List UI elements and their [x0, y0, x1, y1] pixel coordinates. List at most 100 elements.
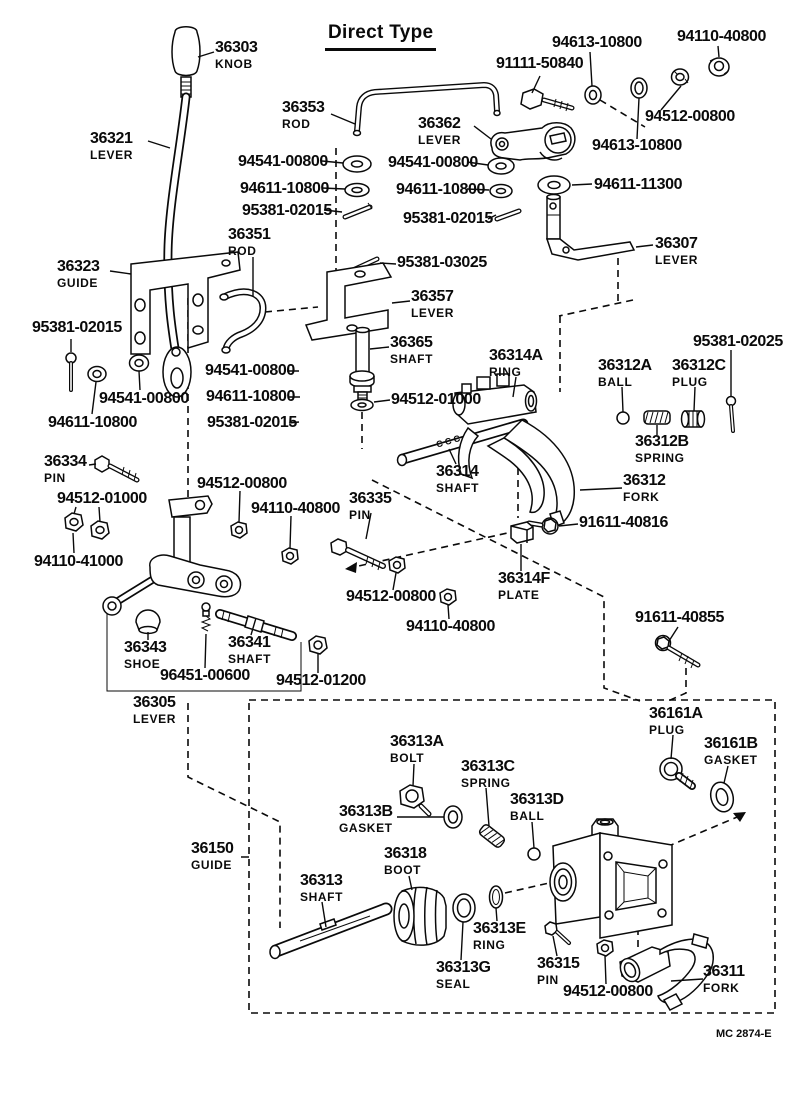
- part-label-94512-00800: 94512-00800: [645, 109, 735, 125]
- ring-94613-drawing: [630, 77, 648, 99]
- part-number: 36334: [44, 453, 87, 470]
- part-number: 94110-40800: [406, 618, 496, 635]
- part-number: 36311: [703, 963, 745, 980]
- part-label-94512-01200: 94512-01200: [276, 673, 366, 689]
- part-name: KNOB: [215, 57, 253, 71]
- gasket-36313B-drawing: [443, 805, 463, 829]
- pin-95381-left-drawing: [65, 352, 77, 392]
- housing-36161-drawing: [549, 818, 673, 939]
- part-name: PIN: [349, 508, 371, 522]
- part-name: BALL: [598, 375, 633, 389]
- washer-94613-drawing: [584, 85, 602, 105]
- pin-36315-drawing: [544, 921, 571, 945]
- part-name: LEVER: [655, 253, 699, 267]
- washer-94611-11300-drawing: [537, 175, 571, 195]
- part-number: 36335: [349, 490, 392, 507]
- label-leader-lines: [70, 45, 732, 985]
- part-number: 91111-50840: [496, 55, 584, 72]
- part-name: PIN: [44, 471, 66, 485]
- part-label-95381-02015: 95381-02015: [403, 211, 493, 227]
- part-number: 36341: [228, 634, 271, 651]
- part-number: 94611-11300: [594, 176, 683, 193]
- part-number: 95381-02015: [242, 202, 332, 219]
- nut-94110-40800-upper-drawing: [281, 547, 299, 565]
- washer-94541-right-drawing: [487, 157, 515, 175]
- pin-95381-center-drawing: [342, 202, 373, 220]
- part-number: 94541-00800: [205, 362, 295, 379]
- part-number: 96451-00600: [160, 667, 250, 684]
- part-name: PLATE: [498, 588, 540, 602]
- pin-36334-drawing: [94, 455, 140, 483]
- part-name: BOOT: [384, 863, 422, 877]
- part-number: 36314: [436, 463, 479, 480]
- part-label-94541-00800: 94541-00800: [388, 155, 478, 171]
- rod-36353-drawing: [352, 81, 501, 137]
- part-number: 36303: [215, 39, 258, 56]
- rod-36351-drawing: [219, 288, 267, 354]
- part-number: 36313E: [473, 920, 526, 937]
- part-name: ROD: [228, 244, 257, 258]
- part-label-94541-00800: 94541-00800: [99, 391, 189, 407]
- part-number: 94613-10800: [552, 34, 642, 51]
- washer-94541-left-drawing: [128, 354, 150, 372]
- part-number: 94512-00800: [645, 108, 735, 125]
- part-number: 36313C: [461, 758, 515, 775]
- ring-36313E-drawing: [488, 885, 504, 909]
- part-label-95381-03025: 95381-03025: [397, 255, 487, 271]
- bolt-36313A-drawing: [399, 784, 432, 817]
- part-number: 36351: [228, 226, 271, 243]
- part-number: 94512-00800: [563, 983, 653, 1000]
- part-name: SHOE: [124, 657, 161, 671]
- part-name: SHAFT: [390, 352, 433, 366]
- part-name: ROD: [282, 117, 311, 131]
- spring-36312B-drawing: [643, 410, 671, 425]
- part-number: 36314A: [489, 347, 543, 364]
- part-label-94611-11300: 94611-11300: [594, 176, 683, 193]
- lever-36305-drawing: [102, 495, 242, 616]
- part-number: 36307: [655, 235, 698, 252]
- part-number: 94611-10800: [206, 388, 296, 405]
- pin-95381-02025-drawing: [725, 395, 737, 433]
- nut-94512-00800-center-drawing: [388, 556, 406, 574]
- part-name: PLUG: [649, 723, 685, 737]
- part-number: 36312: [623, 472, 666, 489]
- nut-94110-40800-drawing: [708, 57, 730, 77]
- part-label-91111-50840: 91111-50840: [496, 55, 584, 72]
- part-label-95381-02015: 95381-02015: [207, 415, 297, 431]
- spring-96451-00600-drawing: [200, 602, 212, 632]
- part-number: 94110-41000: [34, 553, 124, 570]
- part-name: SEAL: [436, 977, 471, 991]
- part-number: 36343: [124, 639, 167, 656]
- part-number: 95381-02015: [207, 414, 297, 431]
- part-label-94512-00800: 94512-00800: [346, 589, 436, 605]
- washer-94611-left-drawing: [87, 365, 107, 383]
- part-name: GUIDE: [57, 276, 99, 290]
- bolt-91111-50840-drawing: [520, 88, 575, 112]
- boot-36318-drawing: [393, 886, 447, 946]
- part-label-94110-40800: 94110-40800: [677, 29, 766, 45]
- part-number: 94512-01000: [57, 490, 147, 507]
- part-label-91611-40855: 91611-40855: [635, 610, 724, 626]
- part-name: BOLT: [390, 751, 425, 765]
- washer-94611-right-drawing: [489, 183, 513, 199]
- part-number: 36353: [282, 99, 325, 116]
- part-label-95381-02015: 95381-02015: [242, 203, 332, 219]
